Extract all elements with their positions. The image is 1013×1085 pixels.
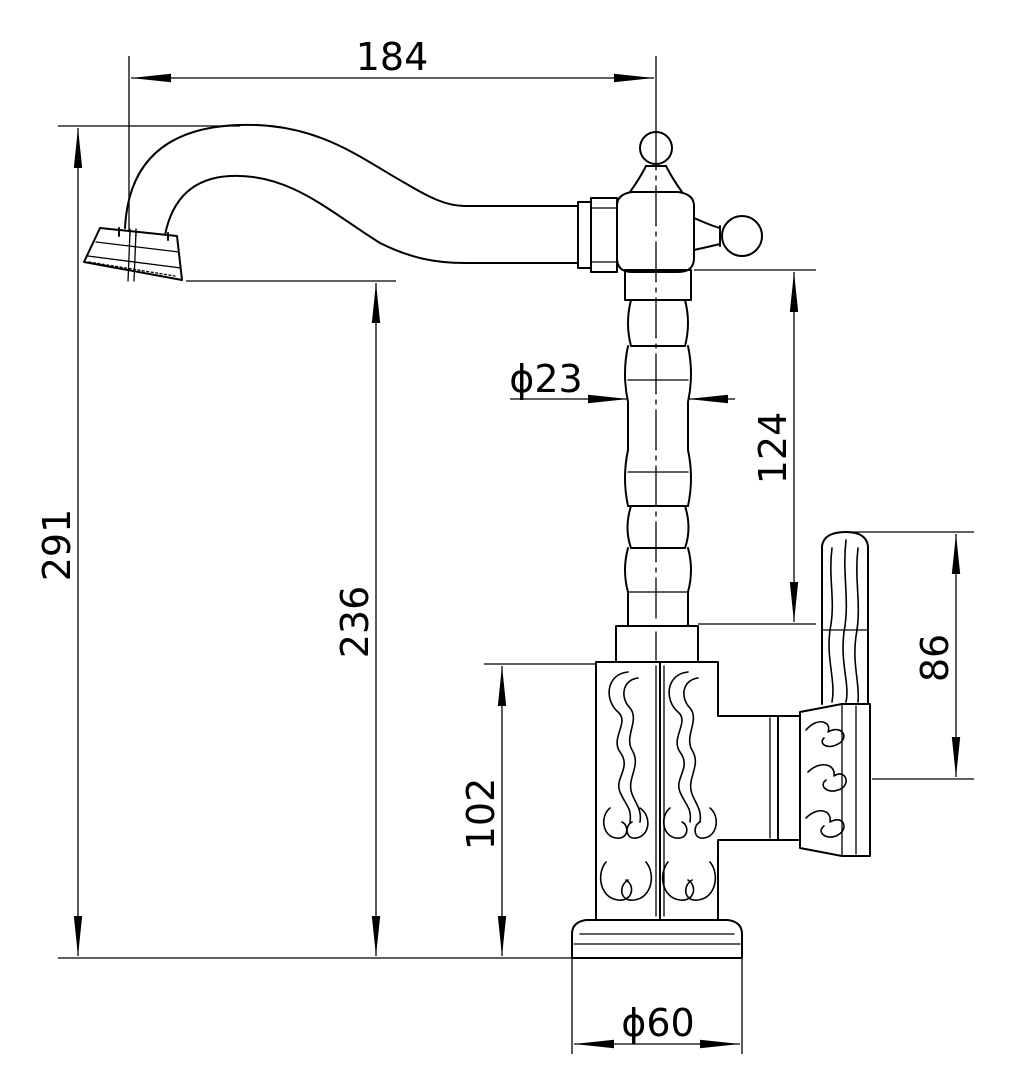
dimension-handle-height: 86 bbox=[846, 531, 974, 780]
column-height-label: 124 bbox=[751, 412, 795, 485]
faucet-body bbox=[595, 661, 779, 921]
faucet-outline bbox=[83, 123, 871, 959]
faucet-base bbox=[571, 919, 743, 959]
dimension-column-diameter: ϕ23 bbox=[509, 357, 735, 404]
dimension-base-diameter: ϕ60 bbox=[571, 958, 743, 1054]
dimension-column-height: 124 bbox=[694, 269, 816, 625]
total-height-label: 291 bbox=[35, 509, 79, 582]
aerator bbox=[83, 227, 183, 282]
spout bbox=[118, 123, 579, 264]
body-height-label: 102 bbox=[459, 778, 503, 851]
faucet-head bbox=[577, 131, 763, 273]
faucet-column bbox=[615, 269, 699, 663]
base-diameter-label: ϕ60 bbox=[621, 1001, 694, 1045]
spout-reach-label: 184 bbox=[356, 35, 429, 79]
spout-outlet-height-label: 236 bbox=[333, 586, 377, 659]
handle-height-label: 86 bbox=[913, 634, 957, 682]
dimension-spout-outlet-height: 236 bbox=[186, 280, 396, 956]
dimension-total-height: 291 bbox=[35, 125, 572, 959]
dimension-body-height: 102 bbox=[459, 663, 596, 956]
faucet-handle bbox=[777, 531, 871, 857]
column-diameter-label: ϕ23 bbox=[509, 357, 582, 401]
dimension-spout-reach: 184 bbox=[128, 35, 657, 232]
